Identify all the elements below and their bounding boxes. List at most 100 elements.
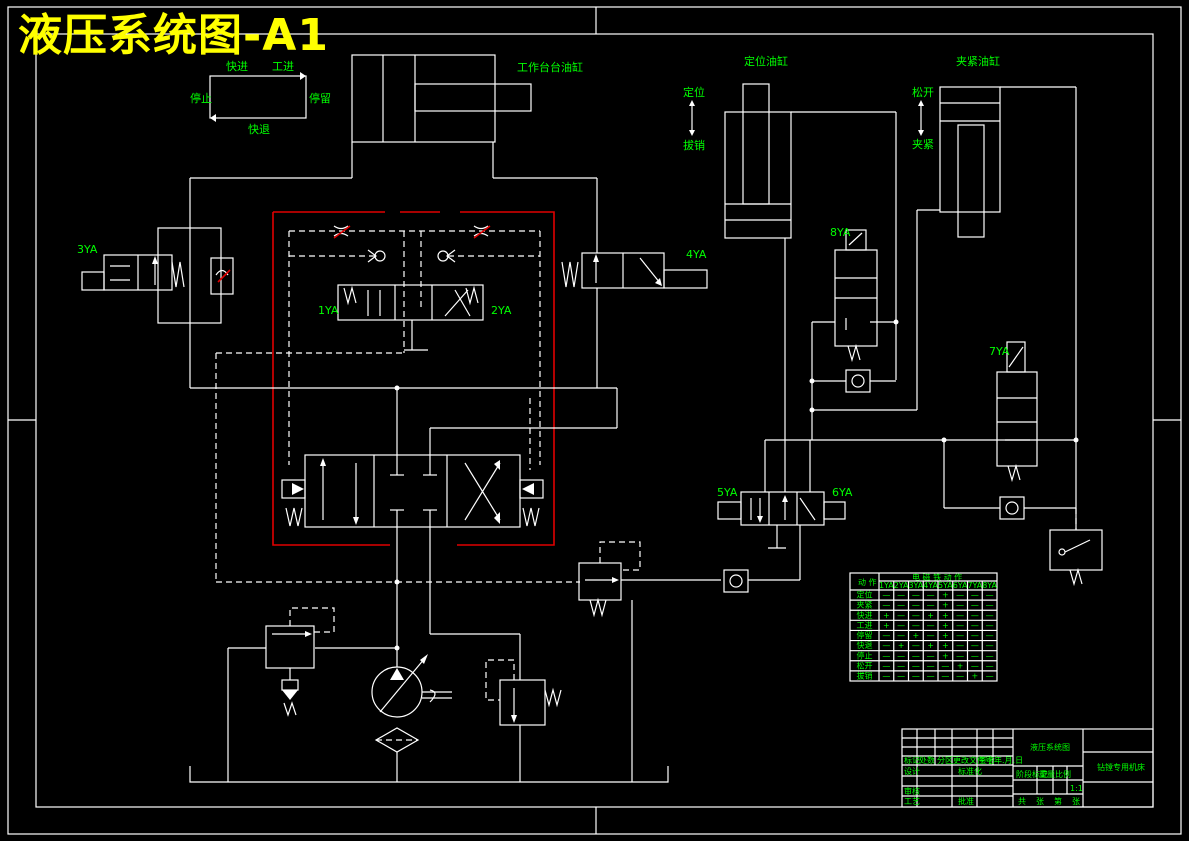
action-table-cell: — — [971, 621, 979, 630]
action-table-cell: — — [927, 631, 935, 640]
title-block-std: 标准化 — [958, 766, 982, 776]
title-block-approve: 批准 — [958, 796, 974, 806]
action-table-column-header: 6YA — [953, 581, 968, 590]
action-table-cell: + — [942, 591, 949, 600]
title-block-stage: 阶段标记 — [1016, 769, 1048, 779]
sol-1ya-label: 1YA — [318, 304, 339, 317]
clamping-cylinder-label: 夹紧油缸 — [956, 54, 1000, 68]
action-table-column-header: 3YA — [908, 581, 923, 590]
action-table-cell: — — [941, 672, 949, 681]
work-cycle-diagram: 快进 工进 停止 停留 快退 — [190, 60, 331, 136]
action-table-cell: — — [897, 621, 905, 630]
action-table-row-label: 停止 — [857, 650, 873, 660]
action-table-column-header: 2YA — [894, 581, 909, 590]
title-block-ratio: 比例 — [1055, 769, 1071, 779]
action-table-cell: — — [882, 601, 890, 610]
action-table-cell: — — [986, 651, 994, 660]
action-table-cell: — — [956, 601, 964, 610]
action-table-cell: + — [957, 661, 964, 670]
action-table-cell: + — [942, 621, 949, 630]
action-table-cell: — — [971, 631, 979, 640]
action-table-cell: — — [941, 661, 949, 670]
action-table-cell: — — [897, 672, 905, 681]
worktable-cylinder: 工作台台油缸 — [190, 54, 597, 179]
clamp-label: 夹紧 — [912, 138, 934, 151]
action-table-cell: — — [986, 601, 994, 610]
action-table-header-group: 电 磁 铁 动 作 — [912, 572, 962, 582]
action-table-cell: — — [912, 641, 920, 650]
action-table-row-label: 工进 — [857, 621, 873, 630]
title-block-machine-name: 钻镗专用机床 — [1097, 762, 1145, 772]
action-table-cell: — — [986, 631, 994, 640]
title-block-check: 审核 — [904, 786, 920, 796]
action-table-cell: — — [912, 591, 920, 600]
action-table-column-header: 5YA — [938, 581, 953, 590]
action-table-column-header: 8YA — [982, 581, 997, 590]
action-table-column-header: 1YA — [879, 581, 894, 590]
speed-control-frame: 1YA 2YA — [215, 211, 580, 583]
action-table-row-label: 停留 — [857, 630, 873, 640]
action-table-row-label: 夹紧 — [857, 600, 873, 610]
cycle-label-fast-back: 快退 — [248, 123, 270, 136]
sol-4ya-label: 4YA — [686, 248, 707, 261]
action-table-row-label: 拔销 — [857, 671, 873, 681]
drawing-title: 液压系统图-A1 — [18, 10, 329, 61]
title-block-design: 设计 — [904, 766, 920, 776]
action-table-cell: + — [927, 641, 934, 650]
action-table-cell: — — [927, 651, 935, 660]
action-table-cell: — — [956, 621, 964, 630]
sol-5ya-label: 5YA — [717, 486, 738, 499]
title-block-sheet-of: 张 — [1036, 797, 1044, 806]
action-table-cell: + — [913, 631, 920, 640]
action-table-cell: — — [897, 591, 905, 600]
locate-label: 定位 — [683, 85, 705, 99]
main-directional-valve — [250, 385, 618, 528]
title-block-sheet-end: 张 — [1072, 797, 1080, 806]
action-table-cell: — — [882, 631, 890, 640]
action-table-cell: + — [927, 611, 934, 620]
action-table-cell: — — [912, 611, 920, 620]
title-block-craft: 工艺 — [904, 797, 920, 806]
action-table-cell: — — [927, 661, 935, 670]
title-block-sheets: 共 — [1018, 797, 1026, 806]
main-relief-valve — [227, 607, 335, 782]
action-table-cell: — — [971, 661, 979, 670]
tank-line — [189, 766, 669, 783]
hydraulic-pump — [315, 527, 452, 782]
action-table-cell: — — [927, 672, 935, 681]
action-table-header-action: 动 作 — [858, 577, 877, 587]
cycle-label-work-in: 工进 — [272, 60, 294, 73]
sequence-valve — [578, 541, 800, 618]
action-table-cell: — — [986, 591, 994, 600]
locating-cylinder-label: 定位油缸 — [744, 54, 788, 68]
title-block-date: 年.月.日 — [994, 755, 1023, 765]
action-table-cell: — — [956, 651, 964, 660]
action-table-row-label: 快进 — [857, 610, 873, 620]
action-table-cell: — — [897, 661, 905, 670]
action-table-cell: — — [971, 611, 979, 620]
sheet-inner-border — [35, 33, 1154, 808]
title-block-weight: 重量 — [1039, 769, 1055, 779]
sol-8ya-label: 8YA — [830, 226, 851, 239]
cycle-label-fast-in: 快进 — [226, 60, 248, 73]
sol-7ya-label: 7YA — [989, 345, 1010, 358]
action-table-cell: — — [986, 641, 994, 650]
action-table-cell: — — [912, 621, 920, 630]
action-table-cell: — — [956, 641, 964, 650]
action-table-cell: — — [971, 641, 979, 650]
action-table-cell: — — [971, 651, 979, 660]
action-table-cell: + — [942, 601, 949, 610]
title-block-mark: 标记 — [904, 755, 920, 765]
action-table-cell: — — [897, 611, 905, 620]
action-table-cell: + — [942, 611, 949, 620]
action-table-cell: — — [986, 672, 994, 681]
unlock-label: 拔销 — [683, 138, 705, 152]
action-table-cell: — — [897, 631, 905, 640]
action-table-cell: — — [897, 601, 905, 610]
sol-2ya-label: 2YA — [491, 304, 512, 317]
action-table-cell: + — [942, 641, 949, 650]
action-table-column-header: 7YA — [967, 581, 982, 590]
solenoid-valve-8ya: 8YA — [784, 112, 940, 440]
